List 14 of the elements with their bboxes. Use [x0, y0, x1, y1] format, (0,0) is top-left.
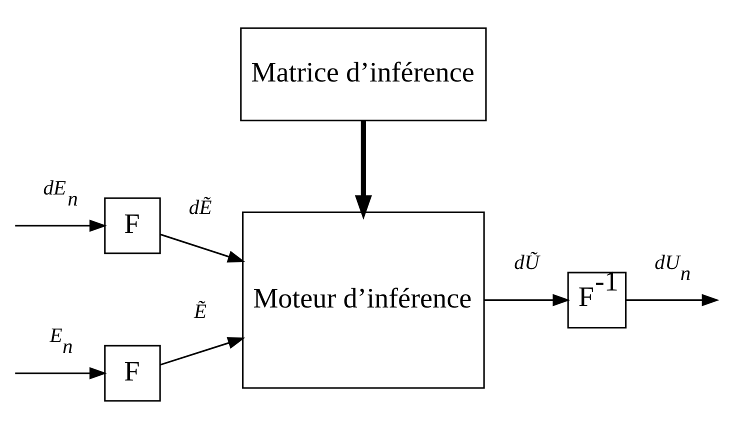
arrow: [160, 233, 245, 262]
arrow: [626, 294, 719, 306]
arrow: [14, 219, 106, 232]
edge-label: dŨ: [514, 252, 539, 274]
arrow: [354, 120, 372, 220]
arrow: [484, 294, 570, 306]
node-box: F: [104, 344, 160, 402]
node-box: Matrice d’inférence: [240, 26, 486, 121]
node-box: F: [104, 196, 160, 254]
node-box: Moteur d’inférence: [242, 210, 484, 388]
edge-label: Ẽ: [194, 300, 206, 322]
arrow: [14, 366, 106, 379]
edge-label: dẼ: [188, 196, 212, 218]
arrow: [160, 336, 245, 366]
